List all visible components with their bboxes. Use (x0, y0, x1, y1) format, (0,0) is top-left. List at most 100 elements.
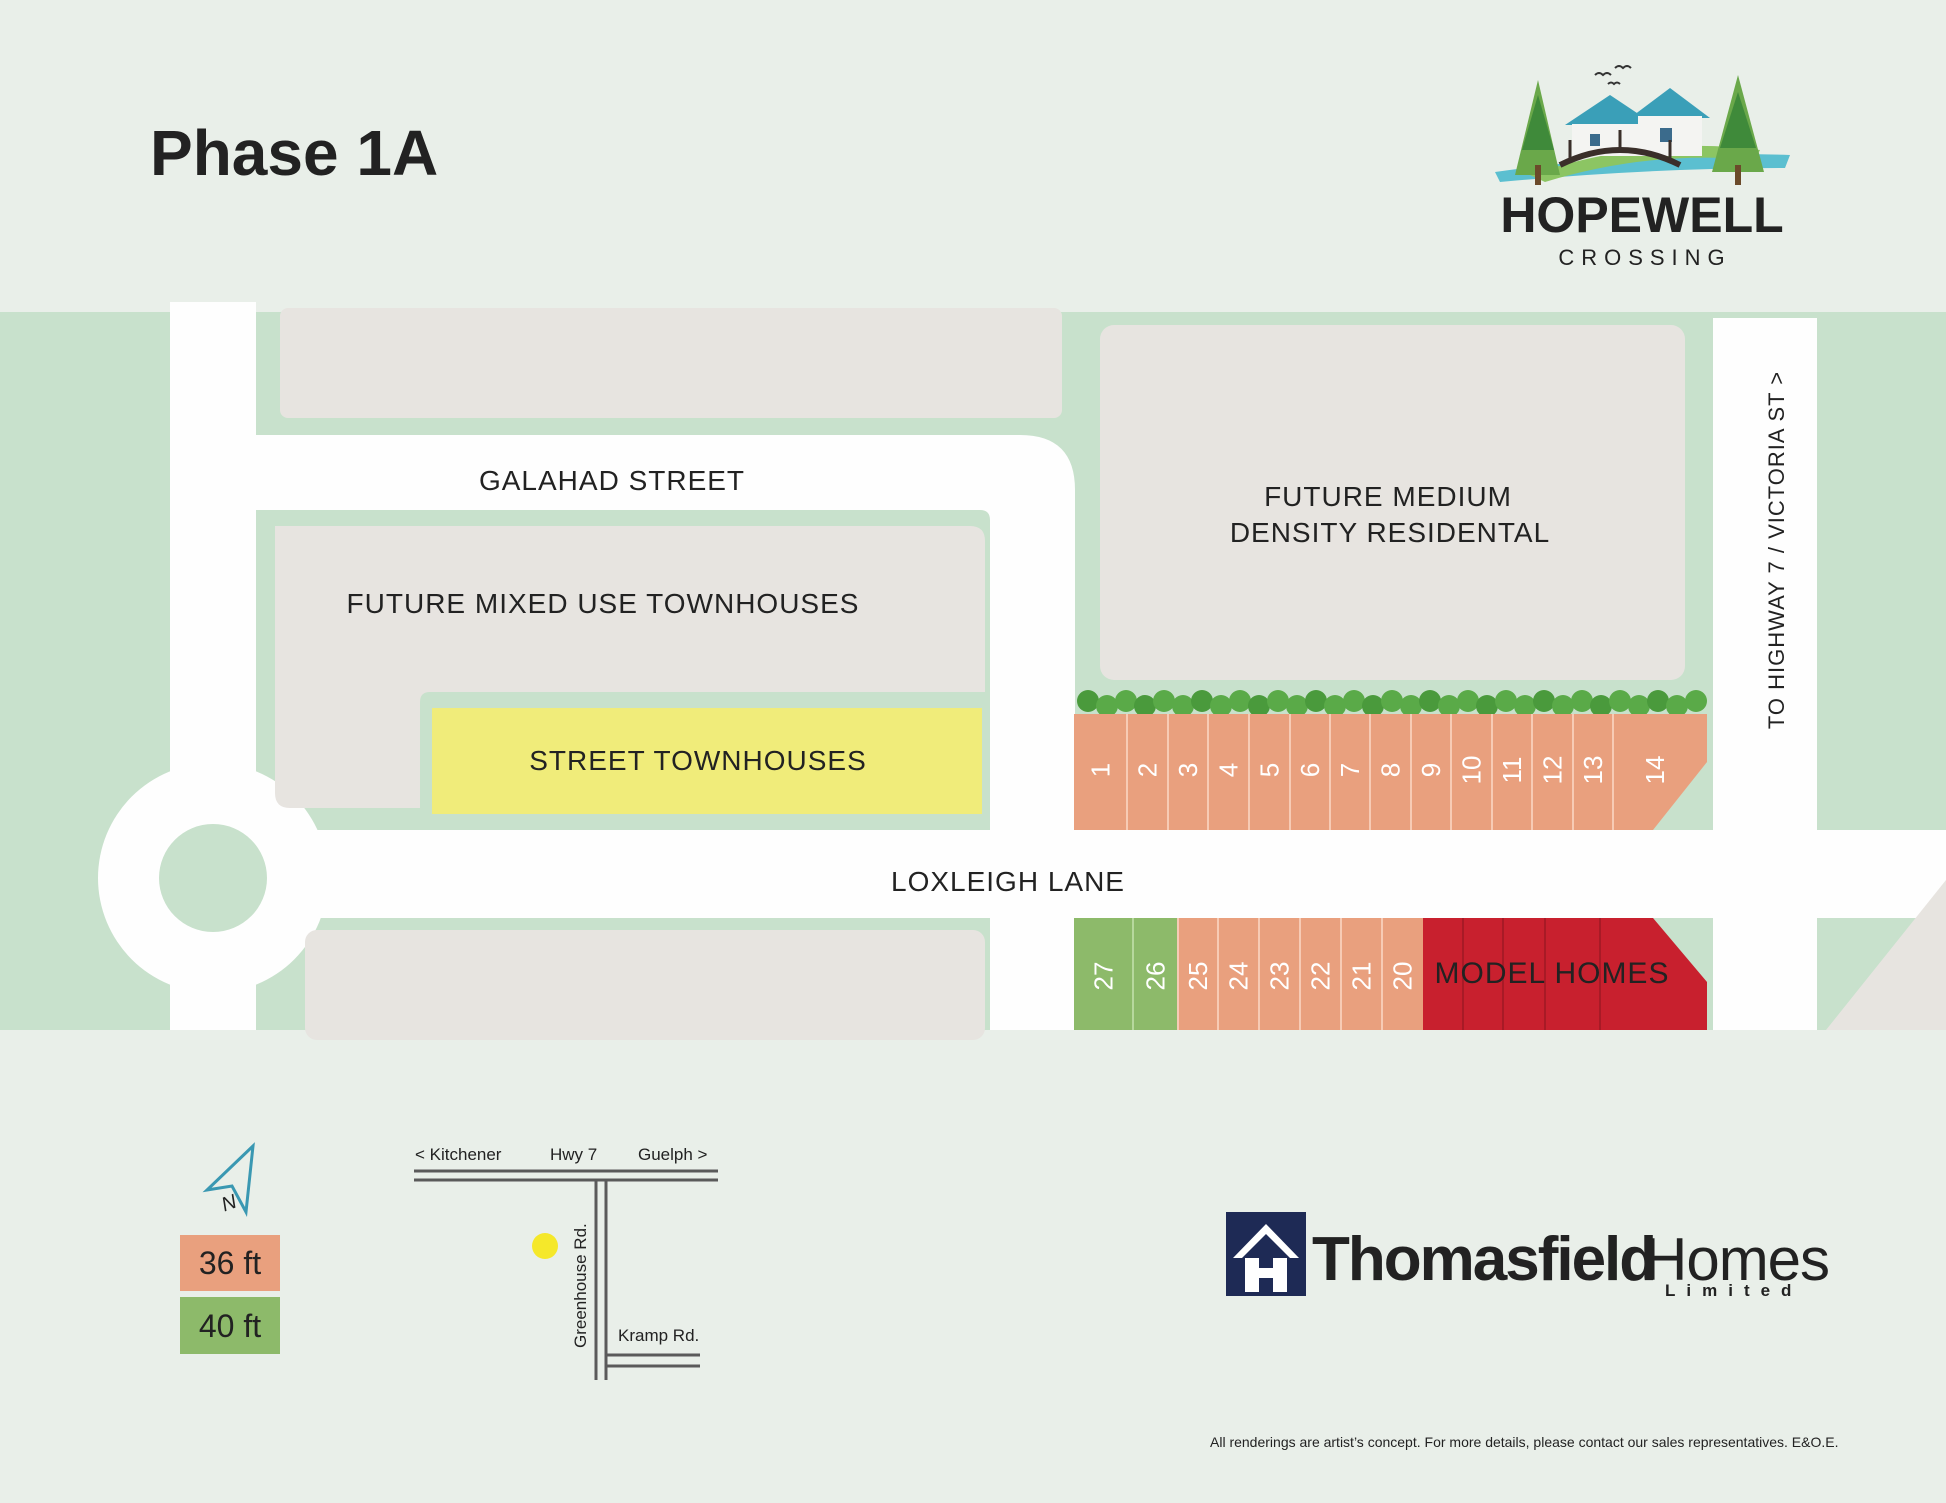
locator-hwy7: Hwy 7 (550, 1145, 597, 1164)
hedge-shrub (1590, 695, 1612, 717)
locator-greenhouse-rd: Greenhouse Rd. (571, 1223, 590, 1348)
lot-number-20: 20 (1388, 962, 1418, 991)
hedge-shrub (1210, 695, 1232, 717)
hedge-shrub (1438, 695, 1460, 717)
hedge-shrub (1134, 695, 1156, 717)
lot-size-legend: 36 ft 40 ft (180, 1235, 280, 1354)
lot-number-8: 8 (1376, 763, 1406, 777)
medium-density-parcel (1100, 325, 1685, 680)
lot-number-27: 27 (1089, 962, 1119, 991)
legend-label-40ft: 40 ft (199, 1308, 261, 1344)
lot-number-13: 13 (1578, 756, 1608, 785)
north-arrow-icon: N (202, 1142, 255, 1217)
hedge-shrub (1381, 690, 1403, 712)
logo-illustration (1495, 65, 1790, 185)
lot-number-21: 21 (1347, 962, 1377, 991)
hedge-shrub (1286, 695, 1308, 717)
lot-number-12: 12 (1538, 756, 1568, 785)
lot-number-10: 10 (1457, 756, 1487, 785)
thomasfield-homes-logo: Thomasfield Homes Limited (1226, 1212, 1830, 1300)
lot-number-3: 3 (1173, 763, 1203, 777)
lot-number-14: 14 (1640, 756, 1670, 785)
legend-swatch-36ft (180, 1235, 280, 1291)
lot-number-5: 5 (1255, 763, 1285, 777)
hedge-shrub (1419, 690, 1441, 712)
brand-limited: Limited (1665, 1281, 1802, 1300)
lot-number-4: 4 (1214, 763, 1244, 777)
hedge-shrub (1457, 690, 1479, 712)
medium-density-label-line1: FUTURE MEDIUM (1264, 481, 1512, 512)
loxleigh-lane-label: LOXLEIGH LANE (891, 866, 1125, 897)
roundabout-island (159, 824, 267, 932)
lots-40ft-block (1074, 918, 1178, 1030)
hedge-shrub (1571, 690, 1593, 712)
hedge-shrub (1609, 690, 1631, 712)
hedge-shrub (1514, 695, 1536, 717)
hedge-shrub (1229, 690, 1251, 712)
hedge-shrub (1115, 690, 1137, 712)
legend-label-36ft: 36 ft (199, 1245, 261, 1281)
hedge-shrub (1628, 695, 1650, 717)
lot-number-2: 2 (1133, 763, 1163, 777)
east-corner-parcel (1826, 880, 1946, 1030)
mixed-use-label: FUTURE MIXED USE TOWNHOUSES (347, 588, 860, 619)
disclaimer-text: All renderings are artist’s concept. For… (1210, 1434, 1838, 1450)
lot-number-7: 7 (1335, 763, 1365, 777)
lot-number-11: 11 (1497, 757, 1527, 784)
logo-subtitle: CROSSING (1558, 245, 1731, 270)
highway-direction-label: TO HIGHWAY 7 / VICTORIA ST > (1764, 371, 1789, 729)
page-title: Phase 1A (150, 117, 438, 189)
brand-name-bold: Thomasfield (1312, 1225, 1655, 1294)
hedge-shrub (1096, 695, 1118, 717)
hedge-shrub (1476, 695, 1498, 717)
hedge-shrub (1647, 690, 1669, 712)
brand-name-light: Homes (1644, 1226, 1829, 1293)
hedge-shrub (1552, 695, 1574, 717)
lot-number-25: 25 (1183, 962, 1213, 991)
locator-kitchener: < Kitchener (415, 1145, 502, 1164)
locator-map: < Kitchener Hwy 7 Guelph > Greenhouse Rd… (414, 1145, 718, 1380)
locator-guelph: Guelph > (638, 1145, 708, 1164)
galahad-street-label: GALAHAD STREET (479, 465, 745, 496)
tree-hedge (1077, 690, 1707, 717)
legend-swatch-40ft (180, 1297, 280, 1354)
hedge-shrub (1495, 690, 1517, 712)
model-homes-label: MODEL HOMES (1435, 957, 1670, 990)
highway-connector-road (1713, 318, 1817, 1030)
lot-number-24: 24 (1224, 962, 1254, 991)
hedge-shrub (1153, 690, 1175, 712)
hedge-shrub (1172, 695, 1194, 717)
lot-number-9: 9 (1416, 763, 1446, 777)
hedge-shrub (1248, 695, 1270, 717)
mixed-use-parcel (275, 526, 985, 808)
locator-kramp-rd: Kramp Rd. (618, 1326, 699, 1345)
loxleigh-lane-road (170, 830, 1946, 918)
lot-number-23: 23 (1265, 962, 1295, 991)
hopewell-crossing-logo: HOPEWELL CROSSING (1495, 65, 1790, 270)
hedge-shrub (1685, 690, 1707, 712)
hedge-shrub (1533, 690, 1555, 712)
hedge-shrub (1267, 690, 1289, 712)
logo-wordmark: HOPEWELL (1500, 187, 1783, 243)
lot-number-6: 6 (1295, 763, 1325, 777)
house-icon (1226, 1212, 1306, 1296)
hedge-shrub (1666, 695, 1688, 717)
lot-number-26: 26 (1141, 962, 1171, 991)
hedge-shrub (1362, 695, 1384, 717)
north-parcel (280, 308, 1062, 418)
street-townhouses-block (432, 708, 982, 814)
hedge-shrub (1324, 695, 1346, 717)
street-townhouses-label: STREET TOWNHOUSES (529, 745, 867, 776)
hedge-shrub (1191, 690, 1213, 712)
model-homes-block (1423, 918, 1707, 1030)
hedge-shrub (1400, 695, 1422, 717)
hedge-shrub (1077, 690, 1099, 712)
site-location-marker (532, 1233, 558, 1259)
south-lots: 27 26 25 24 23 22 21 20 (1089, 918, 1601, 1030)
lot-number-22: 22 (1306, 962, 1336, 991)
south-west-parcel (305, 930, 985, 1040)
galahad-street-road (170, 435, 1075, 1030)
